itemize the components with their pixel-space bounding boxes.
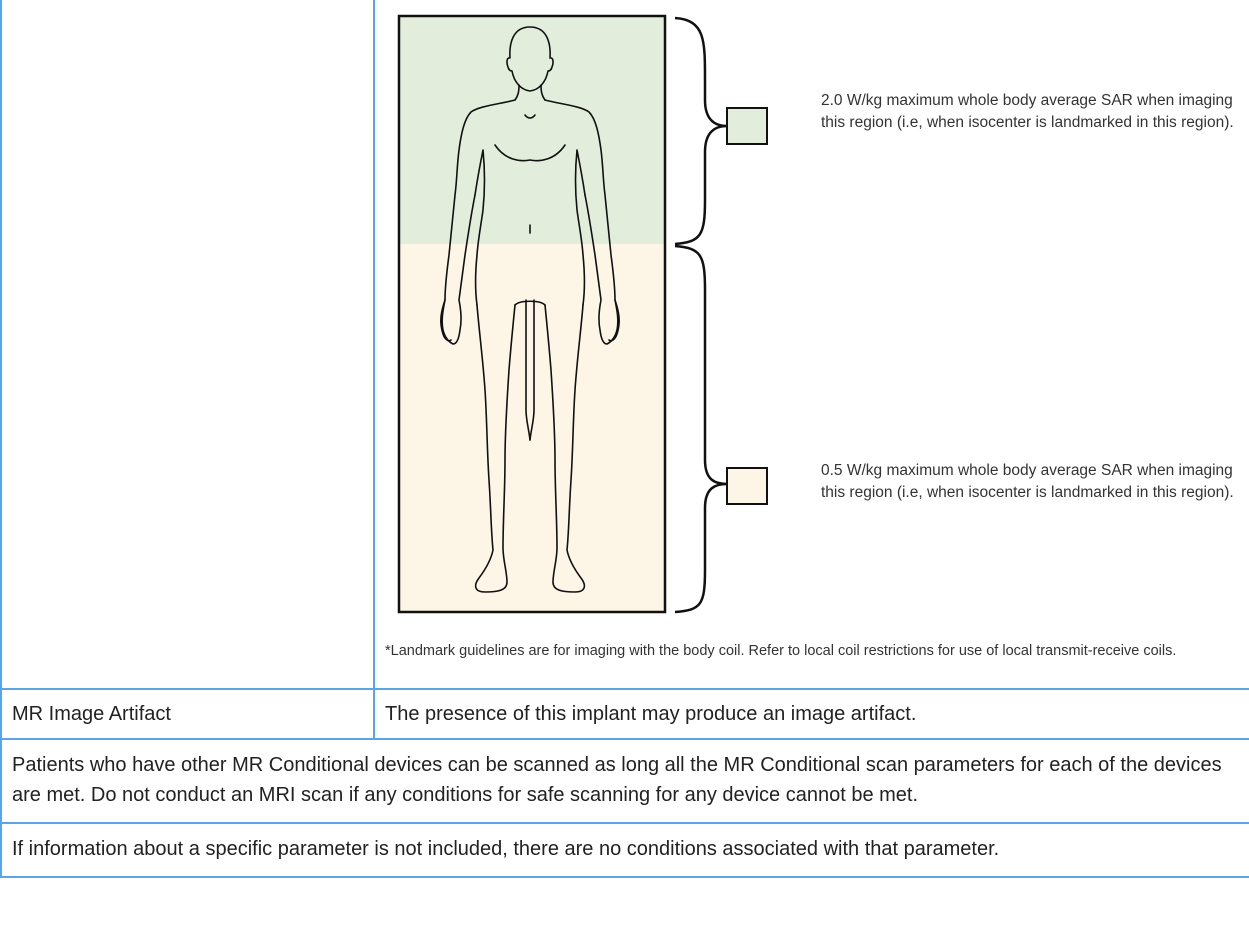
upper-region-fill [399, 16, 665, 244]
lower-region-swatch [727, 468, 767, 504]
landmark-diagram-cell: 2.0 W/kg maximum whole body average SAR … [374, 0, 1249, 689]
artifact-row: MR Image Artifact The presence of this i… [1, 689, 1249, 739]
landmark-footnote: *Landmark guidelines are for imaging wit… [385, 641, 1235, 662]
lower-region-description: 0.5 W/kg maximum whole body average SAR … [821, 460, 1249, 504]
artifact-value: The presence of this implant may produce… [374, 689, 1249, 739]
artifact-label: MR Image Artifact [1, 689, 374, 739]
lower-region-brace [675, 246, 727, 612]
missing-parameter-note: If information about a specific paramete… [1, 823, 1249, 877]
note-row: Patients who have other MR Conditional d… [1, 739, 1249, 823]
upper-region-brace [675, 18, 727, 244]
landmark-diagram: 2.0 W/kg maximum whole body average SAR … [375, 0, 1249, 688]
mr-conditions-table: 2.0 W/kg maximum whole body average SAR … [0, 0, 1249, 878]
multiple-devices-note: Patients who have other MR Conditional d… [1, 739, 1249, 823]
empty-label-cell [1, 0, 374, 689]
upper-region-swatch [727, 108, 767, 144]
landmark-diagram-row: 2.0 W/kg maximum whole body average SAR … [1, 0, 1249, 689]
note-row: If information about a specific paramete… [1, 823, 1249, 877]
upper-region-description: 2.0 W/kg maximum whole body average SAR … [821, 90, 1249, 134]
